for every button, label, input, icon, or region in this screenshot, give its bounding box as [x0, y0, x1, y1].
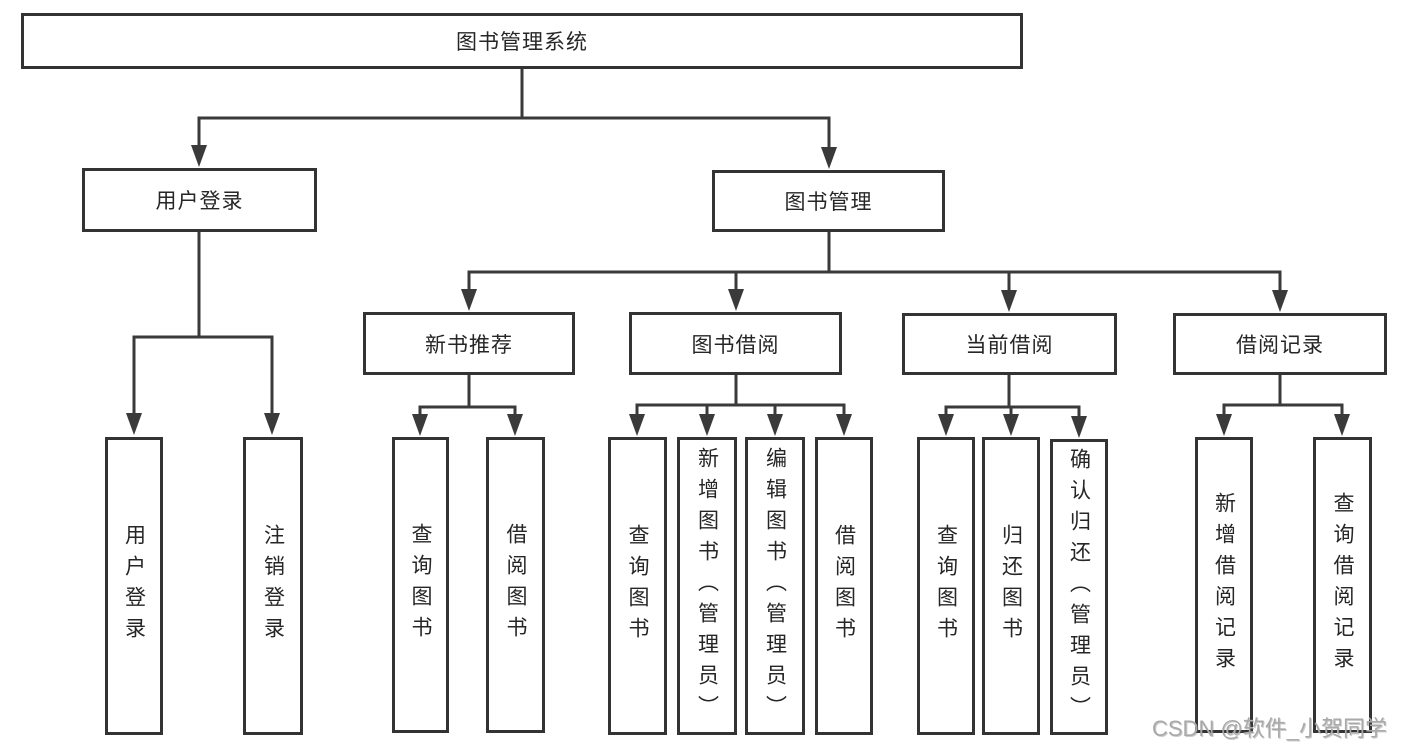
leaf-user-login-label: 用户登录	[122, 524, 146, 648]
leaf-record-add-label: 新增借阅记录	[1212, 492, 1236, 678]
node-book-management-label: 图书管理	[784, 191, 873, 214]
leaf-recommend-borrow-books-label: 借阅图书	[504, 523, 527, 647]
leaf-borrow-query-books-label: 查询图书	[626, 524, 649, 648]
node-borrow-record-label: 借阅记录	[1236, 334, 1324, 357]
node-current-borrow-label: 当前借阅	[965, 334, 1054, 357]
node-current-borrow: 当前借阅	[902, 313, 1117, 375]
leaf-borrow-borrow-books-label: 借阅图书	[832, 524, 856, 648]
node-book-borrow: 图书借阅	[629, 312, 842, 375]
node-book-management: 图书管理	[712, 170, 945, 232]
watermark: CSDN @软件_小贺同学	[1152, 716, 1388, 741]
leaf-current-query-books-label: 查询图书	[934, 524, 958, 648]
node-root-label: 图书管理系统	[456, 31, 588, 54]
leaf-current-confirm-return-admin-label: 确认归还（管理员）	[1067, 447, 1091, 727]
leaf-user-login: 用户登录	[105, 437, 163, 735]
node-new-book-recommend-label: 新书推荐	[425, 333, 513, 357]
leaf-recommend-query-books-label: 查询图书	[409, 523, 432, 647]
leaf-borrow-add-books-admin: 新增图书（管理员）	[677, 437, 737, 735]
node-new-book-recommend: 新书推荐	[363, 312, 575, 375]
leaf-record-query: 查询借阅记录	[1313, 437, 1372, 733]
leaf-logout: 注销登录	[243, 437, 303, 735]
leaf-borrow-query-books: 查询图书	[608, 437, 667, 735]
leaf-borrow-add-books-admin-label: 新增图书（管理员）	[695, 446, 719, 726]
leaf-current-return-books: 归还图书	[982, 437, 1040, 735]
leaf-current-return-books-label: 归还图书	[999, 524, 1023, 648]
leaf-borrow-edit-books-admin-label: 编辑图书（管理员）	[763, 446, 787, 726]
node-root: 图书管理系统	[21, 13, 1023, 69]
leaf-recommend-borrow-books: 借阅图书	[486, 437, 545, 733]
leaf-record-add: 新增借阅记录	[1195, 437, 1253, 733]
leaf-borrow-borrow-books: 借阅图书	[815, 437, 873, 735]
node-borrow-record: 借阅记录	[1173, 313, 1387, 375]
leaf-current-query-books: 查询图书	[917, 437, 975, 735]
leaf-borrow-edit-books-admin: 编辑图书（管理员）	[745, 437, 805, 735]
leaf-record-query-label: 查询借阅记录	[1331, 492, 1354, 678]
node-user-login: 用户登录	[82, 168, 317, 232]
arrowheads	[126, 145, 1350, 438]
leaf-current-confirm-return-admin: 确认归还（管理员）	[1050, 439, 1108, 735]
node-user-login-label: 用户登录	[155, 190, 244, 213]
node-book-borrow-label: 图书借阅	[691, 333, 780, 357]
leaf-logout-label: 注销登录	[261, 524, 285, 648]
leaf-recommend-query-books: 查询图书	[392, 437, 449, 733]
